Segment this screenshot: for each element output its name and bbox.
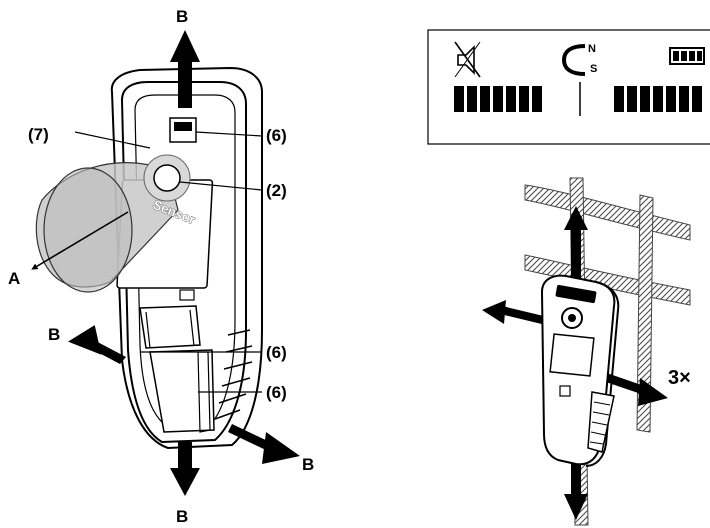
device-inner-outline [134,94,236,428]
device-grip-ridges [214,329,253,420]
ref-2-label: (2) [266,181,287,200]
small-device-label-strip [555,284,597,304]
small-device-button [559,385,571,397]
cone-base [43,167,133,293]
arrow-right-icon [262,432,300,464]
dir-b-right-label: B [302,455,314,474]
signal-bar-right [614,86,702,112]
scan-arrow-down-icon [564,494,588,520]
dir-b-top-label: B [176,7,188,26]
dir-b-left-label: B [48,325,60,344]
scan-arrow-right-icon [638,378,668,406]
magnet-icon: N S [561,43,597,76]
scan-arrow-up-icon [564,206,588,230]
small-device-grip [587,391,615,453]
rebar-horizontal-top [524,184,691,241]
rebar-vertical-right [636,194,654,433]
rebar-scan-figure: 3× [482,177,691,526]
arrow-down-icon [170,468,200,496]
small-device-display [549,333,595,377]
leader-lines [74,131,263,393]
arrow-up-icon [170,30,200,62]
dir-b-bottom-label: B [176,507,188,526]
ref-6-mid-label: (6) [266,343,287,362]
top-window-dark [174,122,192,131]
magnet-south-label: S [590,63,597,75]
signal-bar-left [454,86,542,112]
speaker-muted-icon [454,41,481,78]
magnet-north-label: N [588,43,596,55]
scan-arrow-left-icon [482,300,506,324]
ref-6-low-label: (6) [266,383,287,402]
ref-6-top-label: (6) [266,126,287,145]
display-panel: N S [427,29,710,145]
clip-upper [139,305,201,349]
axis-a-label: A [8,269,20,288]
repeat-count-label: 3× [668,367,691,389]
ref-7-label: (7) [28,125,49,144]
b-arrows [68,30,300,496]
sensor-circle [153,164,181,192]
axis-a-line [31,211,129,270]
small-button [179,289,195,301]
left-device-figure: Sensor Sensor (7) (6) [8,7,314,526]
battery-icon [669,47,705,65]
arrow-left-icon [68,325,102,355]
